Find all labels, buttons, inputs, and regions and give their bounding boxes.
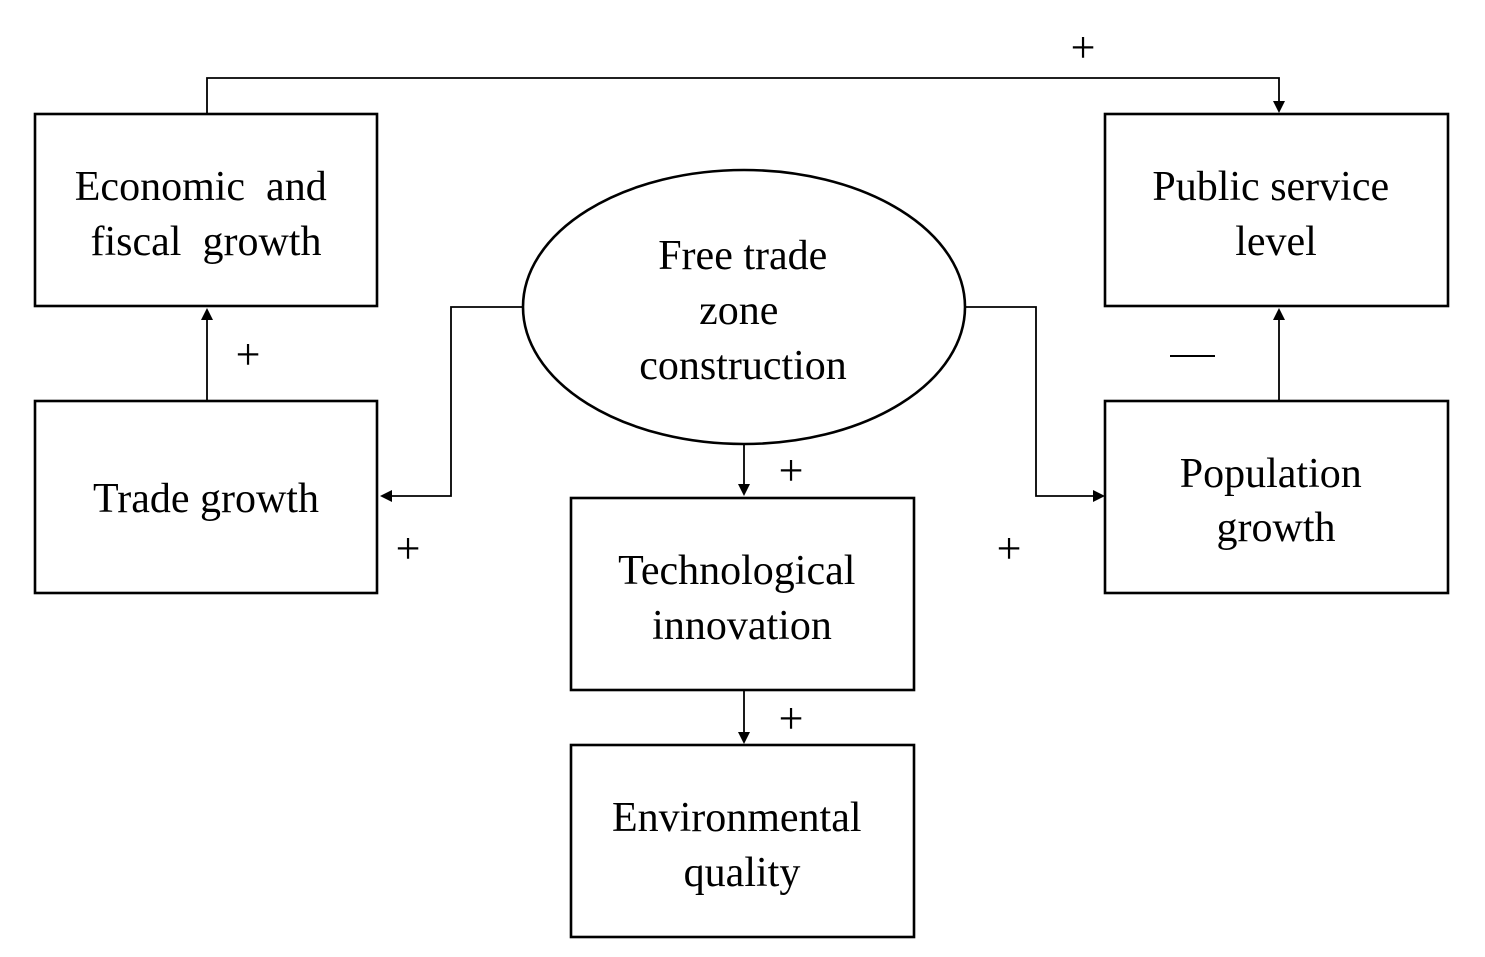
node-public-service-level-label: Public service level — [1152, 164, 1399, 265]
node-technological-innovation: Technological innovation — [569, 496, 916, 692]
node-environmental-quality-label: Environmental quality — [612, 795, 872, 896]
node-environmental-quality: Environmental quality — [569, 743, 916, 939]
node-public-service-level: Public service level — [1103, 112, 1450, 308]
sign-ftz-to-trade: + — [396, 524, 421, 573]
node-trade-growth-label: Trade growth — [93, 476, 319, 522]
node-economic-fiscal-growth: Economic and fiscal growth — [33, 112, 379, 308]
node-population-growth: Population growth — [1103, 399, 1450, 595]
node-economic-fiscal-growth-label: Economic and fiscal growth — [75, 164, 337, 265]
sign-ftz-to-technology: + — [779, 446, 804, 495]
node-technological-innovation-label: Technological innovation — [618, 548, 866, 649]
sign-economic-to-public-service: + — [1071, 23, 1096, 72]
node-population-growth-label: Population growth — [1180, 451, 1373, 551]
node-trade-growth: Trade growth — [33, 399, 379, 595]
edge-ftz-to-trade — [380, 306, 523, 502]
edge-ftz-to-population — [965, 306, 1105, 502]
sign-technology-to-environment: + — [779, 694, 804, 743]
edge-economic-to-public-service — [206, 77, 1285, 113]
sign-trade-to-economic: + — [236, 330, 261, 379]
sign-ftz-to-population: + — [997, 524, 1022, 573]
node-free-trade-zone: Free trade zone construction — [521, 168, 967, 446]
node-free-trade-zone-label: Free trade zone construction — [639, 233, 847, 389]
